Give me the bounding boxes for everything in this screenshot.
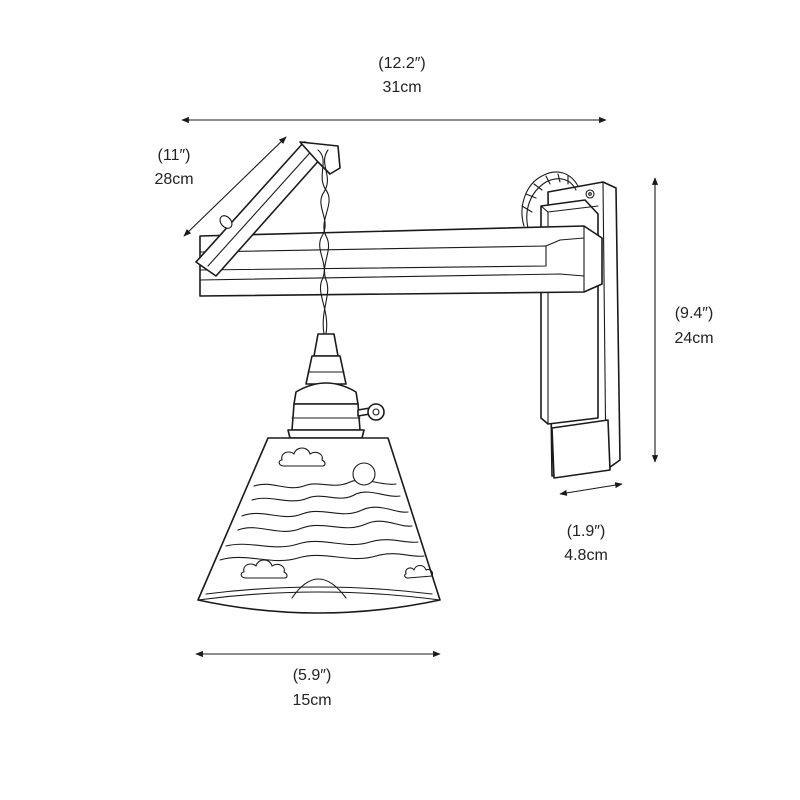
arm-depth-dimension: (11″) 28cm (154, 136, 287, 237)
bulb (291, 578, 347, 599)
arm-depth-cm: 28cm (154, 171, 193, 188)
overall-width-cm: 31cm (382, 79, 421, 96)
overall-height-cm: 24cm (674, 330, 713, 347)
cloud-motif (240, 559, 288, 579)
horizontal-arm (199, 225, 603, 297)
overall-width-dimension: (12.2″) 31cm (181, 55, 607, 124)
lamp-socket (287, 333, 385, 439)
backplate-width-inches: (1.9″) (567, 523, 606, 540)
arm-depth-inches: (11″) (158, 147, 191, 164)
hanging-cord (317, 149, 330, 335)
sun-motif (352, 462, 376, 486)
backplate-width-cm: 4.8cm (564, 547, 608, 564)
backplate-width-dimension: (1.9″) 4.8cm (559, 482, 623, 564)
shade-diameter-dimension: (5.9″) 15cm (195, 650, 441, 709)
overall-height-dimension: (9.4″) 24cm (651, 177, 714, 463)
overall-height-inches: (9.4″) (675, 305, 714, 322)
shade-diameter-cm: 15cm (292, 692, 331, 709)
overall-width-inches: (12.2″) (378, 55, 425, 72)
shade-diameter-inches: (5.9″) (293, 667, 332, 684)
lamp-shade (197, 437, 441, 614)
backplate-cord (521, 171, 579, 229)
cloud-motif (404, 564, 434, 579)
cloud-motif (278, 447, 326, 467)
socket-switch-knob (367, 403, 385, 421)
diagonal-brace (195, 141, 341, 277)
